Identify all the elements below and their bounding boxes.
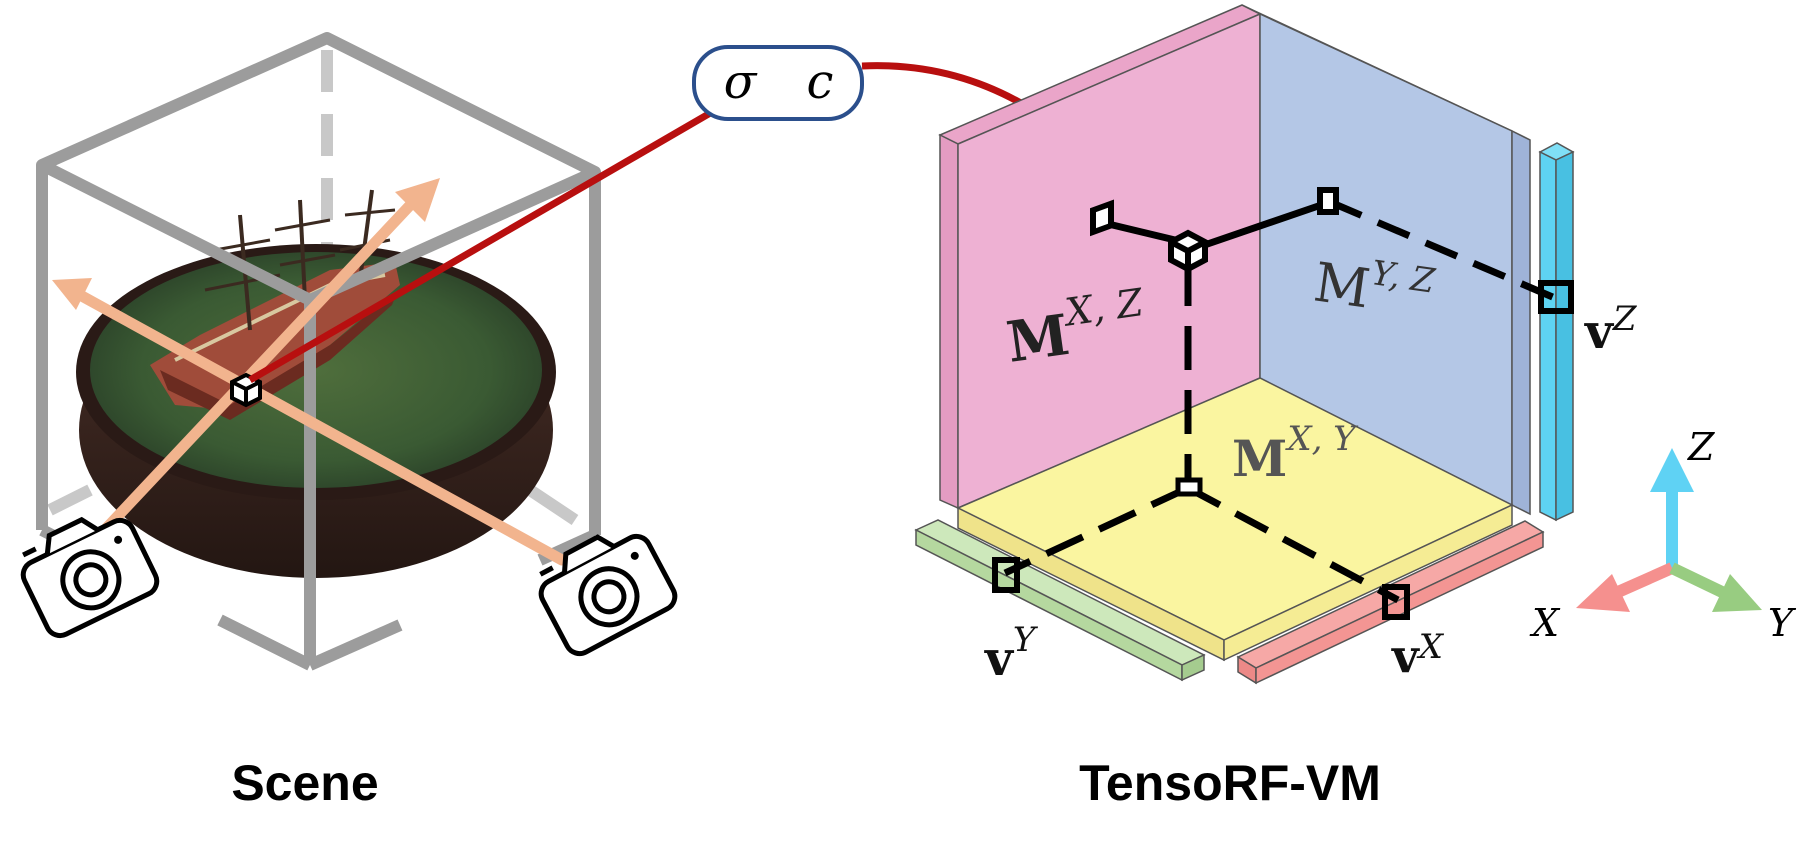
plane-xy xyxy=(956,377,1514,662)
camera-icon xyxy=(538,533,678,657)
axis-y-label: Y xyxy=(1768,601,1797,645)
marker-xy xyxy=(1175,477,1203,497)
sigma-label: σ xyxy=(724,54,758,110)
matrix-xz-label: MX, Z xyxy=(1001,280,1151,376)
vector-x-label: vX xyxy=(1391,627,1445,683)
output-box: σ c xyxy=(692,45,864,121)
axes-indicator: Z X Y xyxy=(1529,425,1797,645)
marker-v-x xyxy=(1382,584,1410,620)
camera-icon xyxy=(20,516,160,639)
tensorf-panel: MX, Z MY, Z MX, Y vZ vY vX Z X Y xyxy=(914,4,1797,811)
matrix-xy-label: MX, Y xyxy=(1232,419,1359,488)
sample-point-icon xyxy=(230,372,262,408)
vector-y-label: vY xyxy=(984,620,1039,687)
ray-right-camera xyxy=(74,289,568,566)
vector-z-label: vZ xyxy=(1584,299,1638,360)
axis-x-label: X xyxy=(1529,601,1561,645)
axis-z-label: Z xyxy=(1687,425,1715,469)
ray-left-camera xyxy=(94,194,421,541)
projection-lines xyxy=(1003,198,1557,604)
marker-yz xyxy=(1317,187,1339,215)
vector-y-bar xyxy=(914,519,1206,682)
plane-yz xyxy=(1241,4,1531,516)
cube-back-right-edge xyxy=(526,485,579,525)
marker-v-y xyxy=(992,557,1020,593)
matrix-yz-label: MY, Z xyxy=(1310,246,1438,330)
marker-v-z xyxy=(1538,280,1574,314)
vector-z-bar xyxy=(1538,142,1575,522)
plane-xz xyxy=(938,4,1262,510)
sample-point-icon xyxy=(1168,229,1208,273)
cube-back-left-edge xyxy=(47,484,93,516)
marker-xz xyxy=(1090,199,1114,237)
camera-rays xyxy=(52,178,568,566)
color-label: c xyxy=(807,54,834,110)
scene-caption: Scene xyxy=(231,755,378,811)
tensorf-caption: TensoRF-VM xyxy=(1079,755,1381,811)
scene-panel: Scene xyxy=(20,32,678,811)
scene-bounding-cube xyxy=(36,32,601,671)
